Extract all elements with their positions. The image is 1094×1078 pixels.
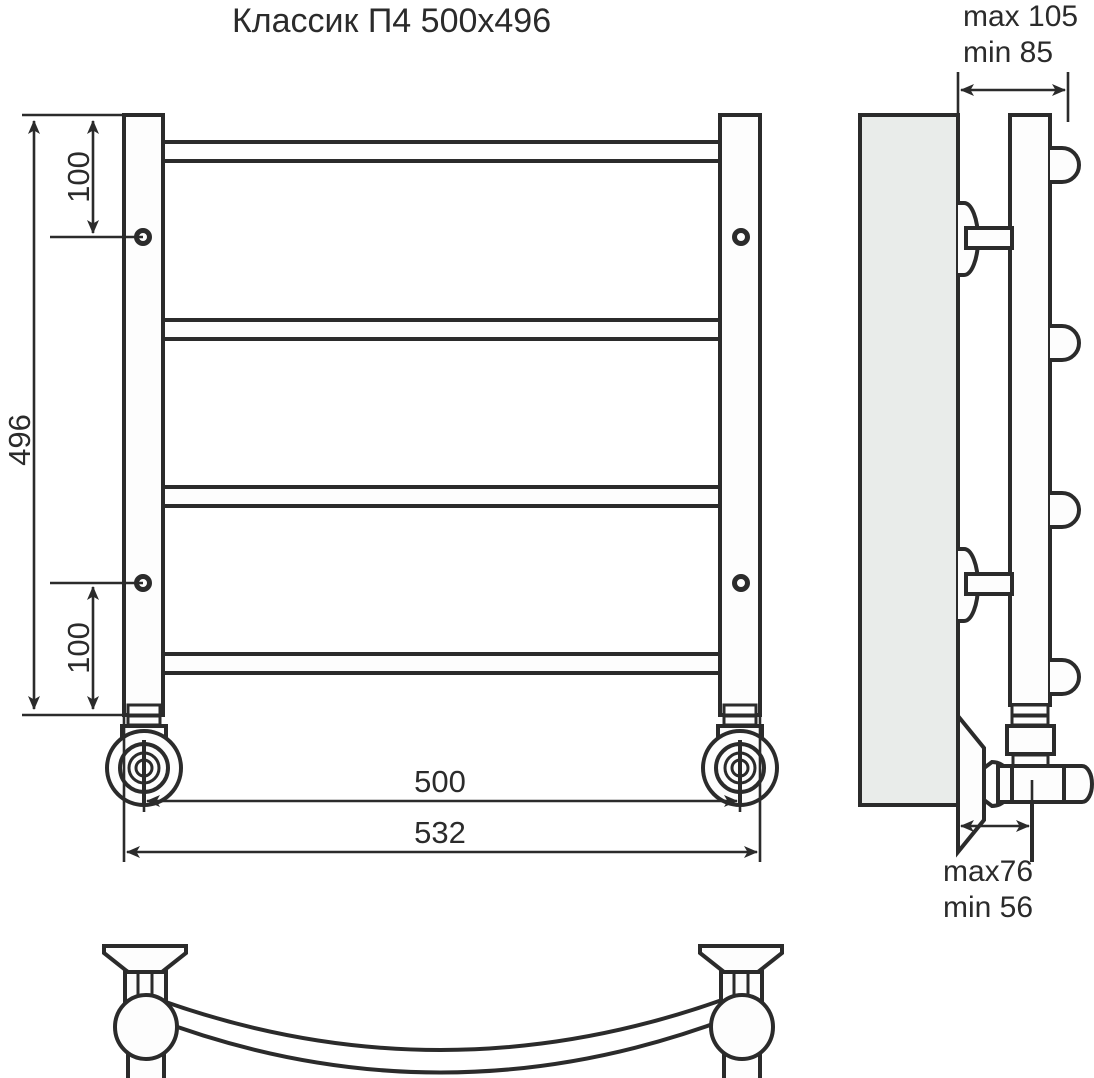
front-dimension-group: 496 100 100 500 532 [2, 113, 762, 862]
left-foot-washer-b [126, 714, 162, 727]
side-valve-link [996, 764, 1014, 804]
side-valve-assembly [956, 703, 1094, 862]
right-foot-washer-b [722, 714, 758, 727]
top-plan-view [102, 944, 784, 1078]
rail-4 [161, 652, 722, 675]
mounting-hole-top-right [732, 228, 750, 246]
wall-bracket-upper [958, 201, 1014, 277]
plan-curved-rail-upper-edge [159, 998, 723, 1052]
side-valve-collar [1005, 724, 1056, 756]
depth-min-label: min 85 [963, 36, 1053, 69]
right-foot-washer-a [722, 703, 758, 717]
plan-left-flare-cap [102, 944, 188, 974]
depth-max-label: max 105 [963, 0, 1078, 33]
plan-right-flare-cap [698, 944, 784, 974]
side-elevation-view [858, 113, 1094, 862]
side-valve-washer-b [1010, 714, 1050, 727]
side-dimension-group: max76 min 56 [943, 72, 1070, 924]
valve-min-label: min 56 [943, 891, 1033, 924]
side-valve-washer-a [1010, 703, 1050, 717]
dim-label-outer-width: 532 [414, 815, 466, 850]
rail-3 [161, 485, 722, 508]
plan-fitting-right [698, 944, 784, 1078]
side-valve-outlet [1062, 764, 1094, 804]
right-post [718, 113, 762, 717]
dim-label-overall-height: 496 [2, 414, 37, 466]
side-rail-stub-2 [1050, 324, 1081, 362]
side-rail-stub-3 [1050, 491, 1081, 529]
side-valve-wall-cone [956, 710, 986, 858]
dim-label-top-offset: 100 [61, 151, 96, 203]
plan-right-sphere [709, 993, 775, 1061]
rail-1 [161, 140, 722, 163]
rail-2 [161, 318, 722, 341]
rail-group [161, 140, 722, 675]
side-post [1008, 113, 1052, 707]
wall-bracket-lower [958, 547, 1014, 623]
left-foot-washer-a [126, 703, 162, 717]
side-rail-stub-1 [1050, 146, 1081, 184]
dim-label-bottom-offset: 100 [61, 622, 96, 674]
mounting-hole-bottom-right [732, 574, 750, 592]
wall-panel [858, 113, 960, 807]
front-elevation-view [105, 113, 779, 807]
dim-label-inner-width: 500 [414, 764, 466, 799]
bracket-upper-rod [964, 226, 1014, 250]
left-post [122, 113, 165, 717]
valve-max-label: max76 [943, 855, 1033, 888]
bracket-lower-rod [964, 572, 1014, 596]
plan-curved-rail-lower-edge [149, 1015, 733, 1075]
plan-left-sphere [113, 993, 179, 1061]
page-title: Классик П4 500x496 [232, 2, 551, 40]
side-rail-stub-4 [1050, 658, 1081, 696]
plan-fitting-left [102, 944, 188, 1078]
